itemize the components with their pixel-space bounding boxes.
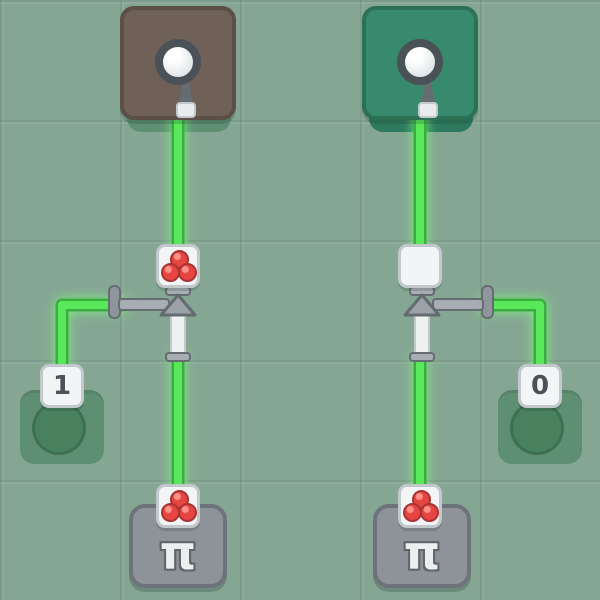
cherries-icon	[161, 250, 197, 282]
lamp-port-left	[176, 102, 196, 118]
input-button-zero[interactable]: 0	[518, 364, 562, 408]
cherries-icon	[403, 490, 439, 522]
module-blank-mid-right[interactable]	[398, 244, 442, 288]
valve-arm-right	[432, 298, 484, 311]
lamp-housing-right[interactable]	[362, 6, 478, 120]
button-label: 0	[530, 371, 550, 401]
pi-symbol: π	[403, 526, 441, 580]
lamp-housing-left[interactable]	[120, 6, 236, 120]
valve-arrow-icon	[159, 293, 197, 317]
valve-nut-bottom-right	[409, 352, 435, 362]
pi-symbol: π	[159, 526, 197, 580]
button-label: 1	[52, 371, 72, 401]
cherries-icon	[161, 490, 197, 522]
module-cherries-bottom-left[interactable]	[156, 484, 200, 528]
lamp-bulb-icon	[397, 39, 443, 85]
lamp-port-right	[418, 102, 438, 118]
button-socket-circle-left	[32, 401, 86, 455]
module-cherries-bottom-right[interactable]	[398, 484, 442, 528]
valve-arrow-icon	[403, 293, 441, 317]
module-cherries-mid-left[interactable]	[156, 244, 200, 288]
input-button-one[interactable]: 1	[40, 364, 84, 408]
valve-nut-bottom-left	[165, 352, 191, 362]
wire-button-right	[477, 298, 547, 379]
lamp-bulb-icon	[155, 39, 201, 85]
pi-emitter-left[interactable]: π	[129, 504, 227, 588]
lamp-stem-left	[178, 82, 194, 108]
lamp-stem-right	[420, 82, 436, 108]
wire-button-left	[55, 298, 129, 379]
button-socket-circle-right	[510, 401, 564, 455]
